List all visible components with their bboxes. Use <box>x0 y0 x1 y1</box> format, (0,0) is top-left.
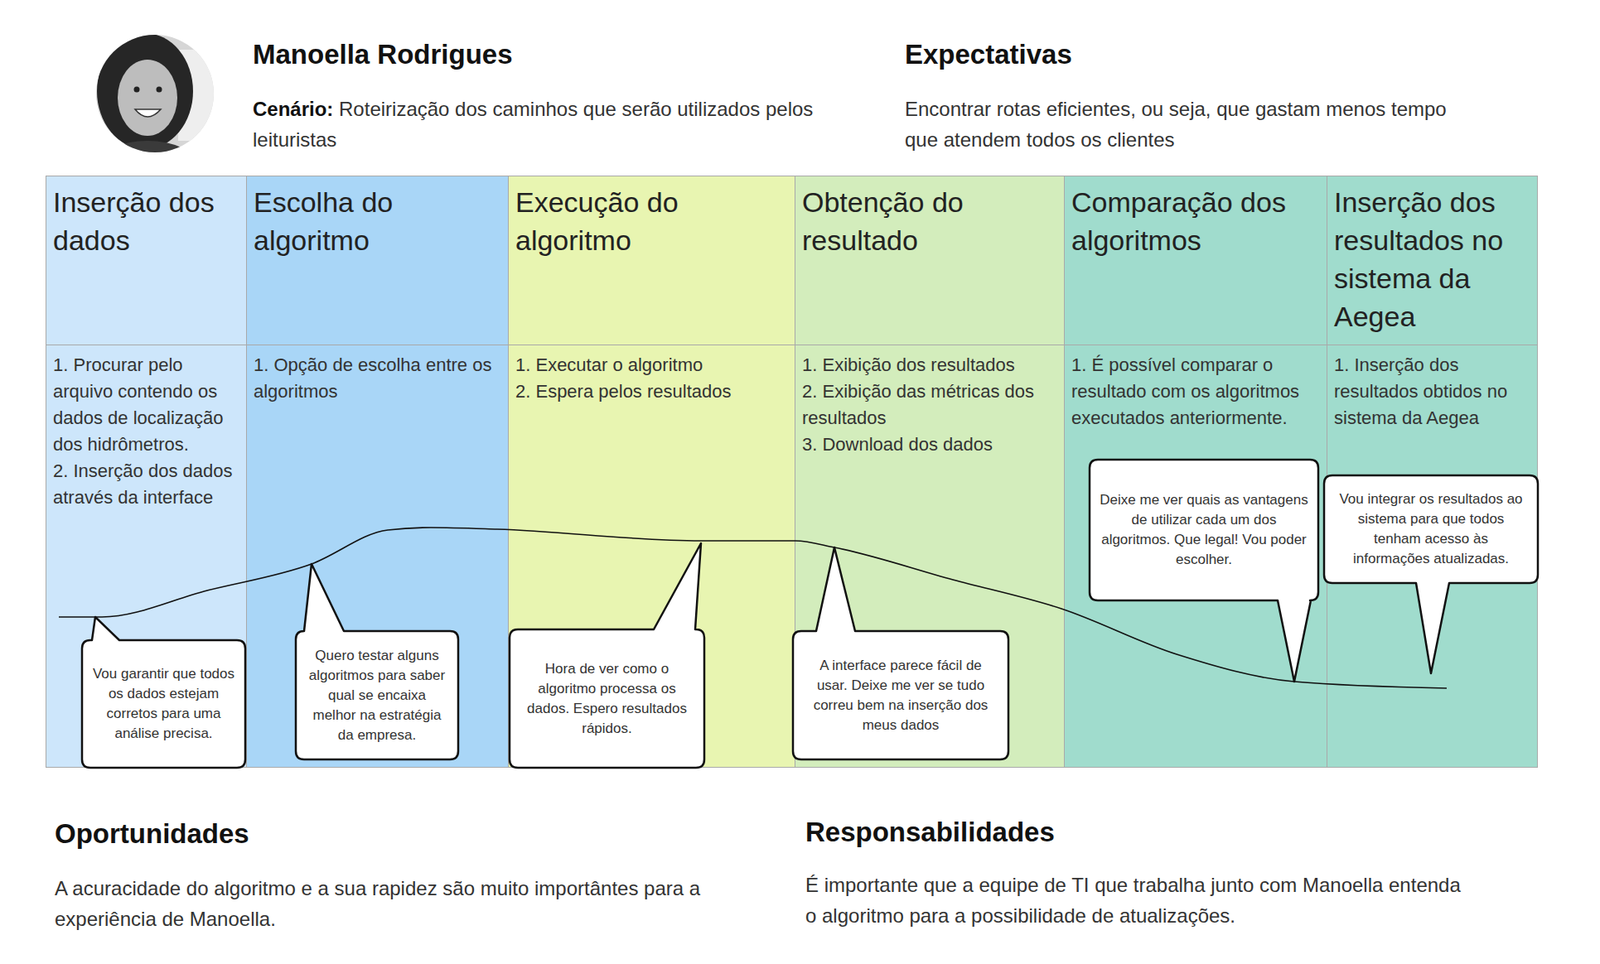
stage-heading: Escolha do algoritmo <box>253 183 502 260</box>
scenario-text: Roteirização dos caminhos que serão util… <box>252 97 813 151</box>
speech-bubble: Hora de ver como o algoritmo processa os… <box>509 629 705 769</box>
section-heading: Oportunidades <box>54 817 250 851</box>
speech-bubble: A interface parece fácil de usar. Deixe … <box>792 631 1009 760</box>
stage-body-cell: 1. Procurar pelo arquivo contendo os dad… <box>46 345 247 518</box>
stage-body-cell: 1. É possível comparar o resultado com o… <box>1064 345 1327 439</box>
photo-smile <box>135 109 161 117</box>
stage-header-cell: Execução do algoritmo <box>508 176 795 346</box>
section-text: A acuracidade do algoritmo e a sua rapid… <box>54 873 735 935</box>
section-text: Encontrar rotas eficientes, ou seja, que… <box>904 93 1469 155</box>
stage-step: 1. Inserção dos resultados obtidos no si… <box>1334 352 1531 432</box>
persona-photo <box>91 33 228 191</box>
stage-header-cell: Inserção dos dados <box>46 176 247 346</box>
stage-header-cell: Escolha do algoritmo <box>246 176 508 346</box>
bubble-quote: Vou garantir que todos os dados estejam … <box>91 664 236 745</box>
bubble-quote: Hora de ver como o algoritmo processa os… <box>519 659 695 740</box>
bubble-shape <box>1089 459 1319 682</box>
stage-body-cell: 1. Opção de escolha entre os algoritmos <box>246 345 508 412</box>
stage-step: 1. Executar o algoritmo <box>515 352 788 379</box>
speech-bubble: Deixe me ver quais as vantagens de utili… <box>1089 459 1319 601</box>
bubble-quote: A interface parece fácil de usar. Deixe … <box>802 656 999 736</box>
bubble-quote: Quero testar alguns algoritmos para sabe… <box>305 646 449 746</box>
speech-bubble: Vou garantir que todos os dados estejam … <box>82 640 246 769</box>
stage-heading: Execução do algoritmo <box>515 183 788 260</box>
bubble-outline <box>1089 459 1319 601</box>
scenario-key: Cenário: <box>252 97 334 121</box>
stage-heading: Inserção dos dados <box>53 183 240 260</box>
photo-face <box>117 59 178 136</box>
journey-stage-band: Inserção dos resultados no sistema da Ae… <box>1326 175 1538 769</box>
stage-header-cell: Obtenção do resultado <box>795 176 1064 346</box>
bubble-outline <box>509 629 705 769</box>
stage-body-cell: 1. Inserção dos resultados obtidos no si… <box>1327 345 1538 439</box>
stage-step: 2. Espera pelos resultados <box>515 378 788 406</box>
bubble-shape <box>82 617 246 769</box>
stage-step: 2. Exibição das métricas dos resultados <box>802 378 1058 432</box>
photo-hair <box>96 33 194 150</box>
section-heading: Expectativas <box>904 38 1073 72</box>
speech-bubble: Quero testar alguns algoritmos para sabe… <box>295 631 459 760</box>
bubble-quote: Deixe me ver quais as vantagens de utili… <box>1099 490 1309 571</box>
bubble-quote: Vou integrar os resultados ao sistema pa… <box>1334 489 1528 570</box>
stage-header-cell: Comparação dos algoritmos <box>1064 176 1327 346</box>
stage-step: 3. Download dos dados <box>802 431 1058 459</box>
section-heading: Responsabilidades <box>805 816 1055 850</box>
photo-eye <box>156 87 163 93</box>
scenario-line: Cenário: Roteirização dos caminhos que s… <box>252 93 837 155</box>
bubble-outline <box>82 640 246 769</box>
stage-step: 2. Inserção dos dados através da interfa… <box>53 458 240 512</box>
stage-step: 1. É possível comparar o resultado com o… <box>1071 352 1320 432</box>
bubble-shape <box>1324 475 1538 674</box>
section-text: É importante que a equipe de TI que trab… <box>805 870 1469 932</box>
stage-step: 1. Exibição dos resultados <box>802 352 1058 379</box>
stage-body-cell: 1. Executar o algoritmo2. Espera pelos r… <box>508 345 795 412</box>
stage-step: 1. Opção de escolha entre os algoritmos <box>253 352 502 406</box>
bubble-shape <box>295 564 459 760</box>
stage-body-cell: 1. Exibição dos resultados2. Exibição da… <box>795 345 1064 465</box>
stage-step: 1. Procurar pelo arquivo contendo os dad… <box>53 352 240 459</box>
photo-eye <box>134 87 141 93</box>
bubble-outline <box>792 631 1009 760</box>
bubble-shape <box>792 547 1009 760</box>
stage-heading: Obtenção do resultado <box>802 183 1058 260</box>
stage-header-cell: Inserção dos resultados no sistema da Ae… <box>1327 176 1538 346</box>
speech-bubble: Vou integrar os resultados ao sistema pa… <box>1324 475 1538 584</box>
bubble-shape <box>509 543 705 769</box>
persona-name: Manoella Rodrigues <box>252 38 513 72</box>
stage-heading: Inserção dos resultados no sistema da Ae… <box>1334 183 1531 336</box>
stage-heading: Comparação dos algoritmos <box>1071 183 1320 260</box>
